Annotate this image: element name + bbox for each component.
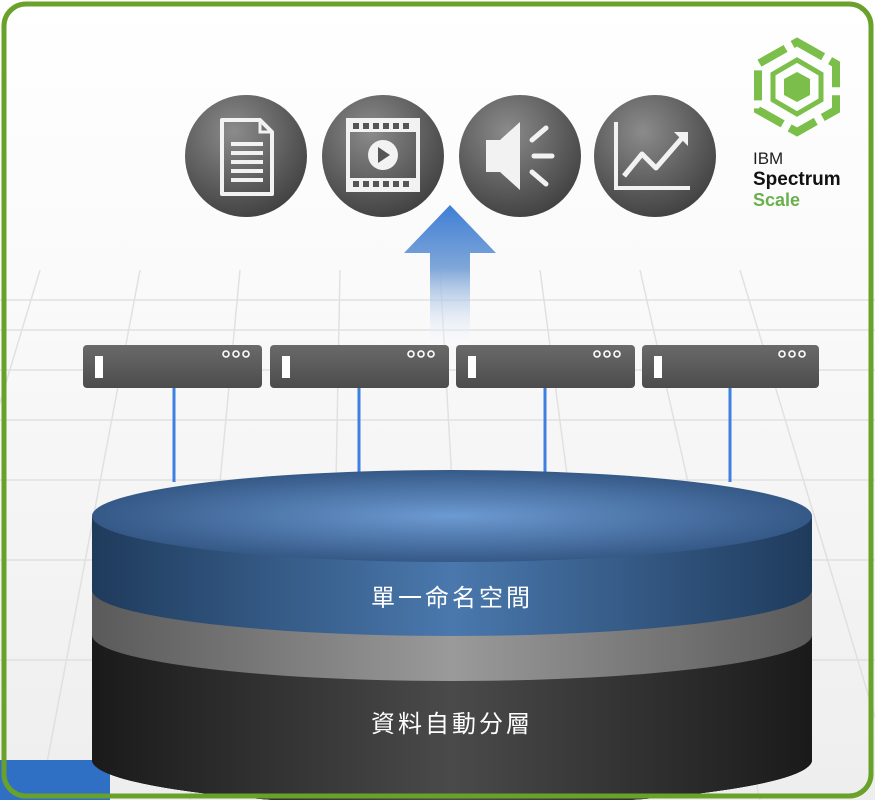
namespace-cylinder bbox=[92, 470, 812, 636]
server-3 bbox=[456, 345, 635, 388]
spectrum-scale-logo bbox=[754, 37, 840, 137]
chart-icon bbox=[594, 95, 716, 217]
upload-arrow bbox=[404, 205, 496, 345]
server-connectors bbox=[172, 388, 732, 482]
audio-icon bbox=[459, 95, 581, 217]
server-4 bbox=[642, 345, 819, 388]
brand-product-suffix: Scale bbox=[753, 190, 801, 210]
video-icon bbox=[322, 95, 444, 217]
storage-tier-cylinder bbox=[92, 635, 812, 800]
brand-company: IBM bbox=[753, 149, 784, 168]
namespace-label: 單一命名空間 bbox=[371, 584, 533, 612]
server-2 bbox=[270, 345, 449, 388]
brand-text: IBM Spectrum Scale bbox=[753, 148, 841, 211]
server-1 bbox=[83, 345, 262, 388]
brand-product: Spectrum bbox=[753, 169, 841, 190]
document-icon bbox=[185, 95, 307, 217]
tiering-label: 資料自動分層 bbox=[371, 710, 533, 738]
